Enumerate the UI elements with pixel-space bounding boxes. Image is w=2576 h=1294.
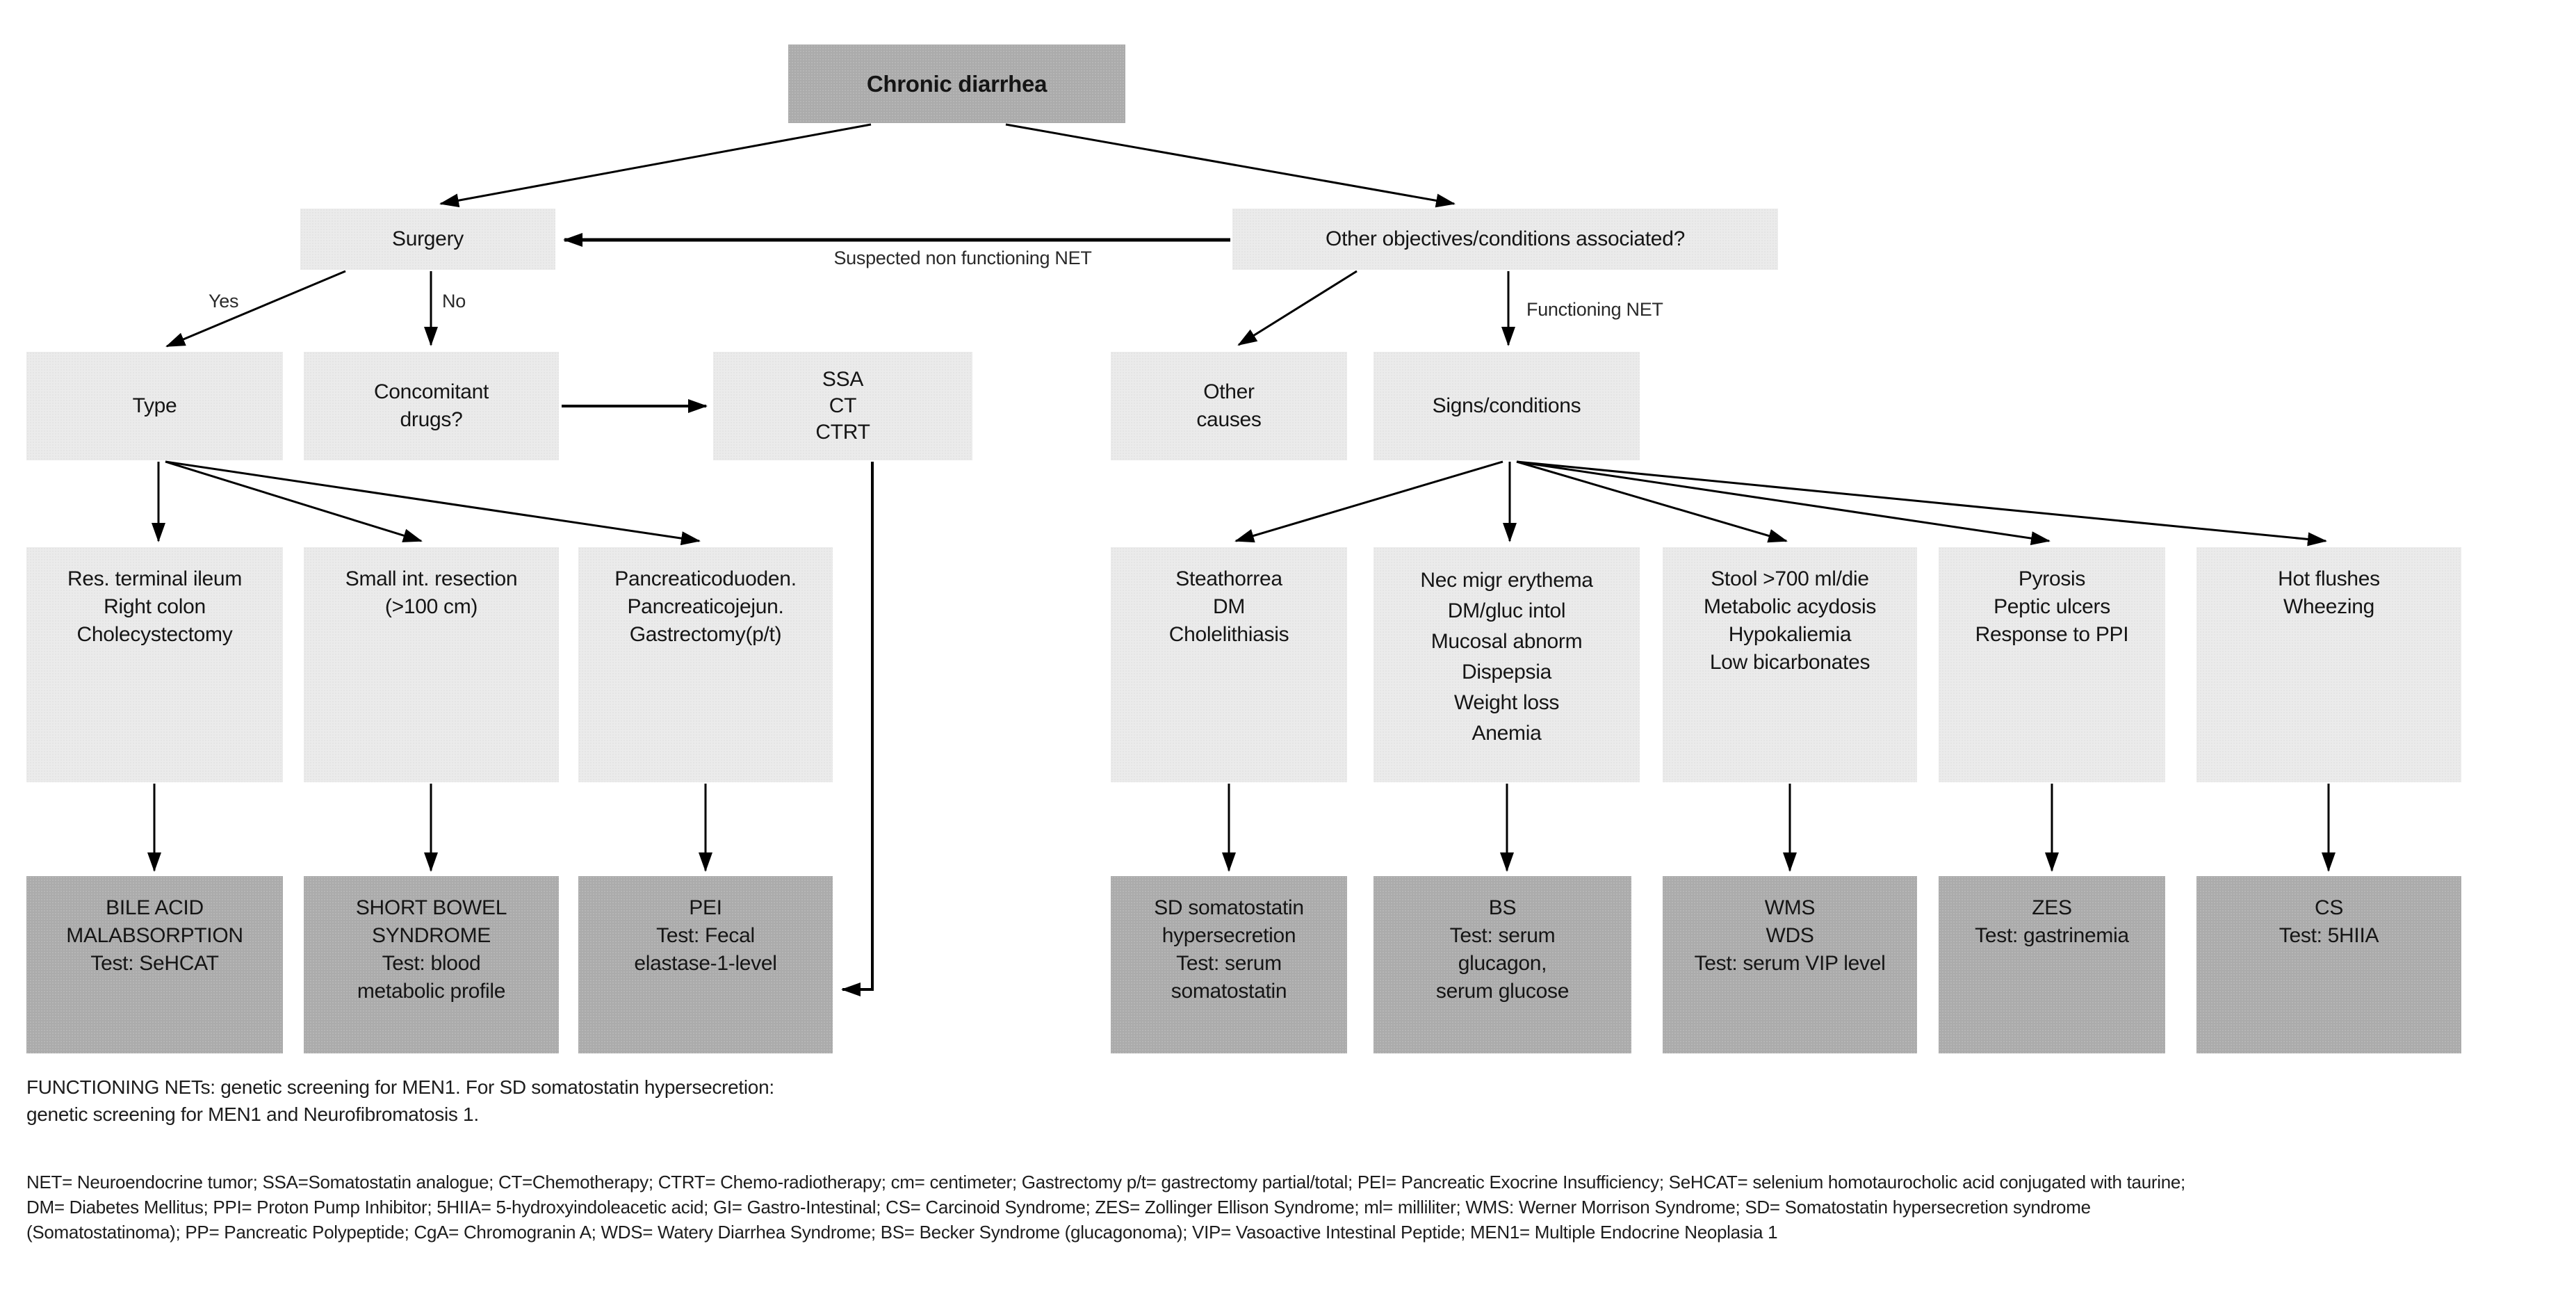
node-steathorrea: Steathorrea DM Cholelithiasis bbox=[1111, 547, 1347, 782]
edge-label-suspected-nf-net: Suspected non functioning NET bbox=[833, 248, 1092, 268]
node-sd-somatostatin: SD somatostatin hypersecretion Test: ser… bbox=[1111, 876, 1347, 1053]
node-surgery: Surgery bbox=[300, 209, 555, 270]
edge-label-functioning-net: Functioning NET bbox=[1526, 299, 1663, 320]
node-ssa-ct-ctrt: SSA CT CTRT bbox=[713, 352, 972, 460]
node-cs: CS Test: 5HIIA bbox=[2196, 876, 2461, 1053]
node-bs: BS Test: serum glucagon, serum glucose bbox=[1373, 876, 1631, 1053]
node-wms-wds: WMS WDS Test: serum VIP level bbox=[1663, 876, 1917, 1053]
node-short-bowel-syndrome: SHORT BOWEL SYNDROME Test: blood metabol… bbox=[304, 876, 559, 1053]
node-zes: ZES Test: gastrinemia bbox=[1939, 876, 2165, 1053]
node-type: Type bbox=[26, 352, 283, 460]
node-nec-migr-erythema: Nec migr erythema DM/gluc intol Mucosal … bbox=[1373, 547, 1640, 782]
node-pancreaticoduoden: Pancreaticoduoden. Pancreaticojejun. Gas… bbox=[578, 547, 833, 782]
edge-label-no: No bbox=[442, 291, 466, 312]
functioning-nets-footnote: FUNCTIONING NETs: genetic screening for … bbox=[26, 1076, 774, 1125]
node-other-causes: Other causes bbox=[1111, 352, 1347, 460]
node-bile-acid-malabsorption: BILE ACID MALABSORPTION Test: SeHCAT bbox=[26, 876, 283, 1053]
node-signs-conditions: Signs/conditions bbox=[1373, 352, 1640, 460]
node-other-objectives: Other objectives/conditions associated? bbox=[1232, 209, 1778, 270]
node-concomitant-drugs: Concomitant drugs? bbox=[304, 352, 559, 460]
node-res-terminal-ileum: Res. terminal ileum Right colon Cholecys… bbox=[26, 547, 283, 782]
edge-label-yes: Yes bbox=[209, 291, 239, 312]
abbreviations-legend: NET= Neuroendocrine tumor; SSA=Somatosta… bbox=[26, 1172, 2185, 1243]
node-chronic-diarrhea: Chronic diarrhea bbox=[788, 45, 1125, 123]
node-stool-700: Stool >700 ml/die Metabolic acydosis Hyp… bbox=[1663, 547, 1917, 782]
node-small-int-resection: Small int. resection (>100 cm) bbox=[304, 547, 559, 782]
node-pyrosis: Pyrosis Peptic ulcers Response to PPI bbox=[1939, 547, 2165, 782]
node-hot-flushes: Hot flushes Wheezing bbox=[2196, 547, 2461, 782]
node-pei: PEI Test: Fecal elastase-1-level bbox=[578, 876, 833, 1053]
